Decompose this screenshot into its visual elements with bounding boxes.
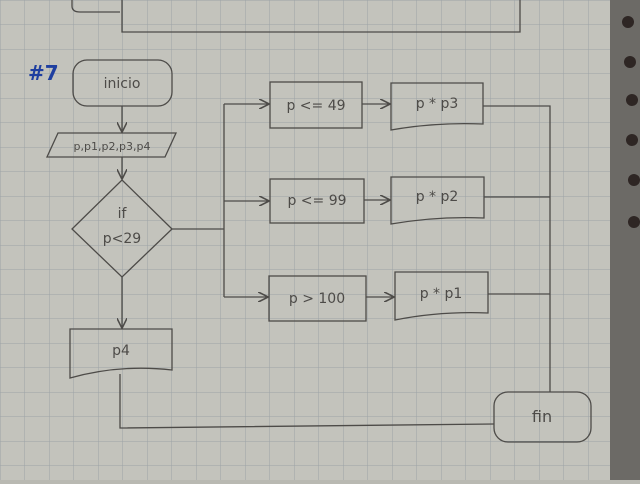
input-label: p,p1,p2,p3,p4 (74, 140, 151, 153)
notebook-edge (610, 0, 640, 480)
cond-99-box (269, 178, 365, 224)
out-p3-shape (390, 82, 484, 131)
output-p4-shape (69, 328, 173, 379)
cond-100-label: p > 100 (289, 291, 345, 307)
decision-line1: if (118, 206, 128, 222)
connectors (120, 104, 551, 429)
out-p1-label: p * p1 (420, 286, 463, 302)
output-p4-label: p4 (112, 343, 130, 359)
cond-100-box (268, 275, 367, 322)
out-p3-label: p * p3 (416, 96, 459, 112)
out-p2-shape (390, 176, 485, 225)
end-label: fin (532, 407, 552, 426)
out-p1-shape (394, 271, 489, 321)
cond-49-label: p <= 49 (286, 98, 345, 114)
out-p2-label: p * p2 (416, 189, 459, 205)
exercise-label: #7 (28, 61, 59, 85)
decision-line2: p<29 (103, 231, 141, 247)
input-parallelogram (45, 132, 178, 158)
previous-exercise-remnant (71, 0, 521, 33)
paper-grid (0, 0, 610, 480)
cond-99-label: p <= 99 (287, 193, 346, 209)
start-label: inicio (104, 76, 141, 92)
cond-49-box (269, 81, 363, 129)
spiral-holes (622, 16, 640, 228)
end-terminator (493, 391, 592, 443)
